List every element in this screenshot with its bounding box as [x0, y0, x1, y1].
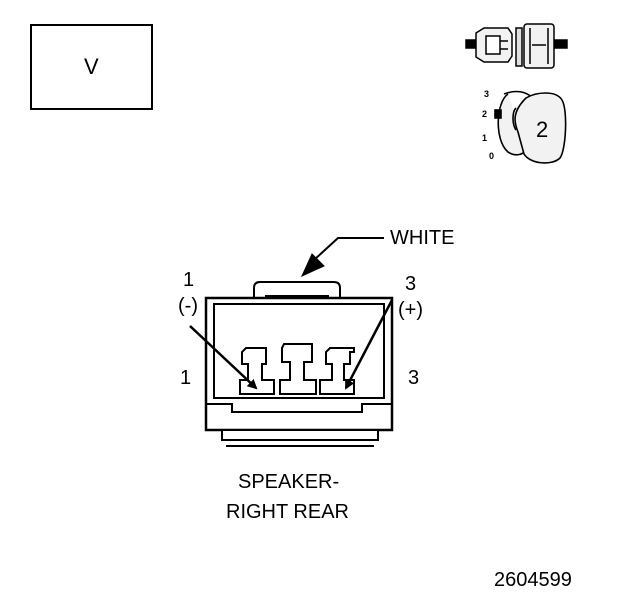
orientation-position-2: 2 [482, 109, 488, 119]
connector-name-line2: RIGHT REAR [226, 501, 349, 523]
pin-arrows [189, 299, 394, 390]
right-cavity-number: 3 [408, 367, 420, 389]
connector-name-line1: SPEAKER- [238, 471, 340, 493]
orientation-position-1: 1 [482, 133, 488, 143]
orientation-selected-label: 2 [536, 117, 549, 142]
connector-icon [465, 23, 568, 69]
right-pin-polarity: (+) [398, 299, 423, 321]
color-callout-label: WHITE [390, 227, 455, 249]
figure-number: 2604599 [494, 569, 572, 591]
connector-body [204, 281, 394, 447]
right-pin-number: 3 [405, 273, 417, 295]
white-callout-leader [300, 237, 384, 278]
orientation-position-3: 3 [484, 89, 490, 99]
left-cavity-number: 1 [180, 367, 192, 389]
left-pin-polarity: (-) [178, 295, 198, 317]
view-label: V [84, 54, 99, 79]
orientation-key-icon [494, 90, 567, 164]
orientation-position-0: 0 [489, 151, 495, 161]
view-box [30, 24, 153, 110]
left-pin-number: 1 [183, 269, 195, 291]
